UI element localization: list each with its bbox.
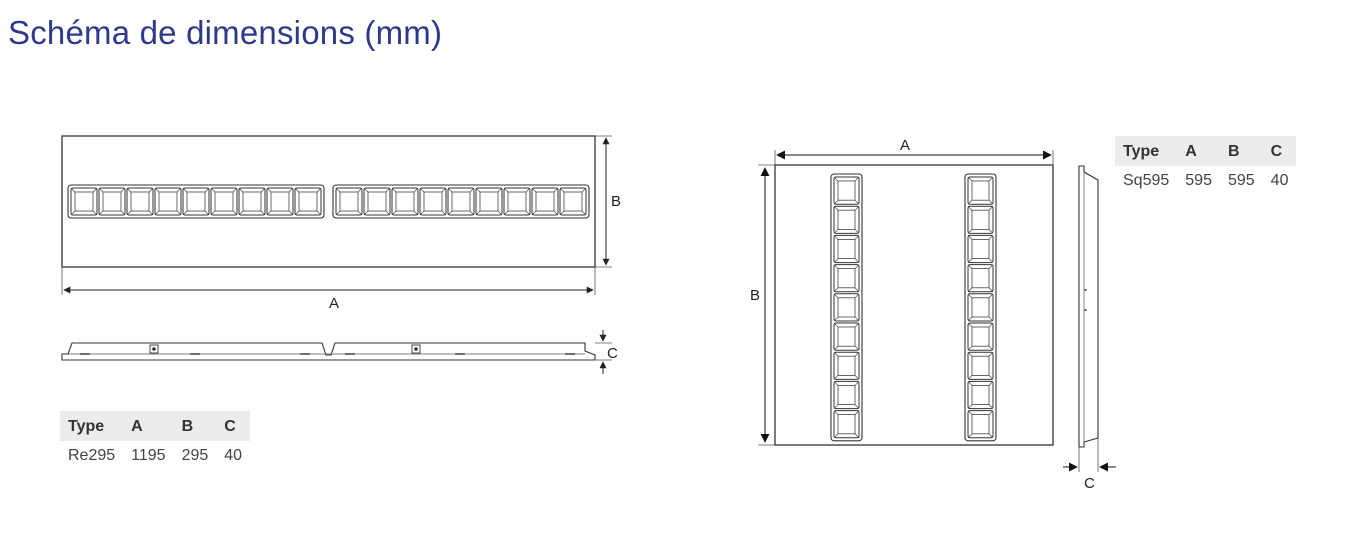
- square-louver-right: [964, 173, 997, 442]
- louver-cell: [967, 176, 994, 205]
- louver-cell: [967, 234, 994, 264]
- cell-c: 40: [1270, 172, 1289, 189]
- cell-a: 1195: [131, 447, 166, 464]
- louver-cell: [335, 187, 363, 216]
- square-louver-left: [830, 173, 863, 442]
- louver-cell: [266, 187, 294, 216]
- louver-cell: [70, 187, 98, 216]
- rect-luminaire-side-view: [61, 342, 596, 361]
- louver-cell: [833, 264, 860, 293]
- table-header-row: Type A B C: [1115, 136, 1297, 166]
- louver-cell: [833, 322, 860, 351]
- cell-type: Sq595: [1123, 172, 1170, 189]
- louver-cell: [391, 187, 419, 216]
- louver-cell: [967, 322, 994, 351]
- louver-cell: [967, 205, 994, 234]
- louver-cell: [210, 187, 238, 216]
- sq595-dimension-table: Type A B C Sq595 595 595 40: [1115, 136, 1297, 194]
- page-title: Schéma de dimensions (mm): [8, 14, 443, 51]
- louver-cell: [833, 410, 860, 439]
- col-header-type: Type: [60, 411, 124, 441]
- table-row: Re295 1195 295 40: [60, 441, 250, 469]
- louver-cell: [475, 187, 503, 216]
- louver-cell: [363, 187, 391, 216]
- re295-dimension-table: Type A B C Re295 1195 295 40: [60, 411, 251, 469]
- louver-cell: [967, 351, 994, 380]
- square-luminaire-top-view: [774, 164, 1054, 446]
- col-header-c: C: [216, 411, 251, 441]
- louver-cell: [833, 176, 860, 205]
- louver-cell: [182, 187, 210, 216]
- louver-cell: [238, 187, 266, 216]
- cell-c: 40: [224, 447, 243, 464]
- louver-cell: [294, 187, 322, 216]
- louver-cell: [967, 293, 994, 322]
- louver-cell: [833, 351, 860, 380]
- louver-cell: [154, 187, 182, 216]
- louver-cell: [447, 187, 475, 216]
- louver-cell: [833, 293, 860, 322]
- table-header-row: Type A B C: [60, 411, 251, 441]
- louver-cell: [126, 187, 154, 216]
- square-dimension-a-label: A: [900, 137, 910, 154]
- louver-cell: [531, 187, 559, 216]
- col-header-a: A: [123, 411, 174, 441]
- col-header-b: B: [173, 411, 217, 441]
- louver-cell: [98, 187, 126, 216]
- louver-cell: [833, 205, 860, 234]
- col-header-c: C: [1262, 136, 1297, 166]
- cell-b: 595: [1227, 172, 1255, 189]
- rect-luminaire-top-view: [61, 135, 596, 268]
- square-luminaire-side-view: [1078, 165, 1099, 448]
- louver-cell: [419, 187, 447, 216]
- square-dimension-c-label: C: [1084, 475, 1095, 492]
- cell-type: Re295: [68, 447, 116, 464]
- col-header-b: B: [1219, 136, 1263, 166]
- louver-cell: [833, 380, 860, 410]
- louver-cell: [967, 410, 994, 439]
- rect-dimension-c-label: C: [607, 345, 618, 362]
- rect-louver-left: [67, 184, 325, 219]
- rect-dimension-b-label: B: [611, 193, 621, 210]
- square-dimension-b-label: B: [750, 287, 760, 304]
- cell-a: 595: [1185, 172, 1212, 189]
- louver-cell: [559, 187, 587, 216]
- rect-louver-right: [332, 184, 590, 219]
- louver-cell: [833, 234, 860, 264]
- col-header-type: Type: [1115, 136, 1178, 166]
- col-header-a: A: [1177, 136, 1220, 166]
- table-row: Sq595 595 595 40: [1115, 166, 1296, 194]
- cell-b: 295: [181, 447, 209, 464]
- rect-dimension-a-label: A: [329, 295, 339, 312]
- louver-cell: [967, 264, 994, 293]
- louver-cell: [503, 187, 531, 216]
- louver-cell: [967, 380, 994, 410]
